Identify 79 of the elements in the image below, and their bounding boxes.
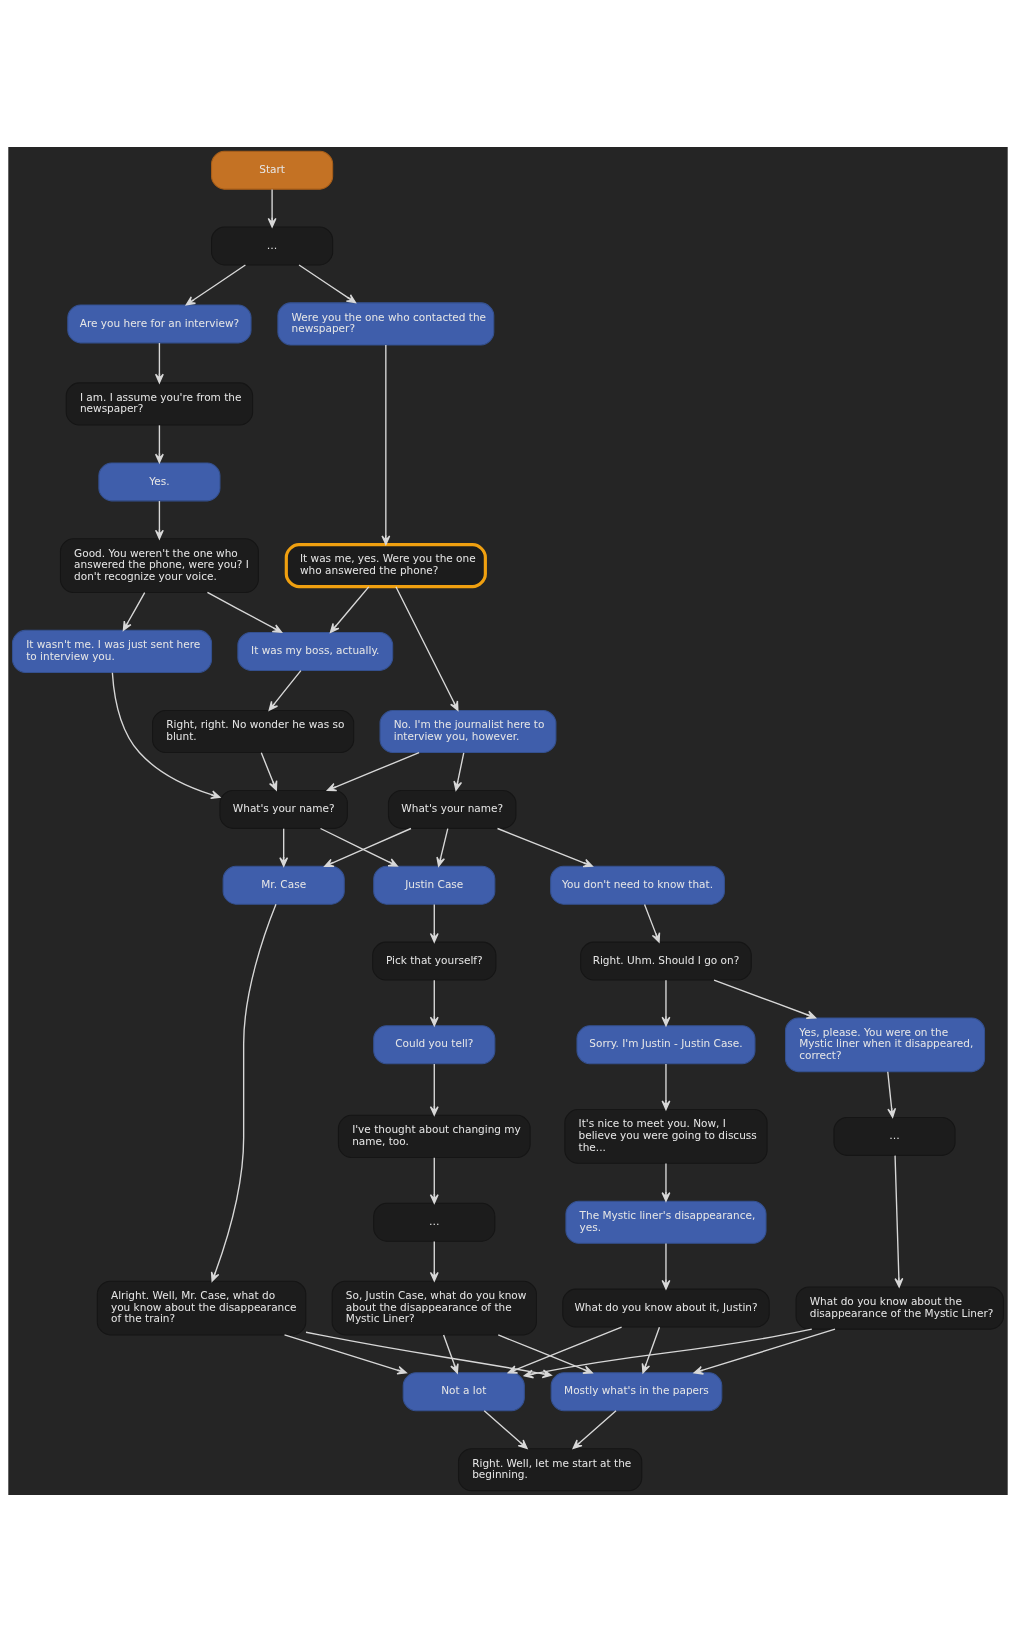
node-box: Right. Well, let me start at the beginning. [457,1448,643,1492]
arrow [154,500,164,540]
node-box: … [211,226,334,266]
node-box: What's your name? [387,789,517,829]
arrow [185,264,247,306]
arrow [111,672,221,800]
arrow [523,1328,813,1379]
arrow [326,751,420,792]
node-box: Right, right. No wonder he was so blunt. [152,709,355,754]
node-box: The Mystic liner's disappearance, yes. [565,1200,767,1244]
arrow [661,1162,671,1202]
node-box: Good. You weren't the one who answered the phone, were you? I don't recognize your voice. [59,538,259,593]
arrow [453,752,465,791]
node-box: Alright. Well, Mr. Case, what do you know about the disappearance of the train? [96,1280,307,1336]
arrow [693,1328,836,1375]
node-box: I've thought about changing my name, too. [337,1114,531,1158]
arrow [643,903,661,943]
arrow [572,1410,617,1450]
arrow [429,1157,439,1204]
arrow [429,903,439,943]
node-box: I am. I assume you're from the newspaper? [65,382,254,426]
arrow [442,1334,459,1374]
node-box: You don't need to know that. [550,865,725,905]
arrow [395,586,459,711]
arrow [429,979,439,1027]
node-box: Not a lot [402,1372,525,1412]
arrow [497,1334,593,1374]
arrow [661,1242,671,1290]
node-box: Justin Case [373,865,496,905]
node-box: Right. Uhm. Should I go on? [580,941,752,981]
node-box: No. I'm the journalist here to interview you, however. [379,709,557,754]
node-box: Are you here for an interview? [67,304,252,344]
node-box: Yes, please. You were on the Mystic liner when it disappeared, correct? [784,1017,986,1073]
node-box: Were you the one who contacted the newspaper? [277,302,495,346]
arrow [436,828,449,867]
node-box: It was me, yes. Were you the one who answered the phone? [284,542,487,589]
node-box: Sorry. I'm Justin - Justin Case. [576,1025,756,1065]
arrow [641,1326,661,1374]
arrow [319,827,398,867]
arrow [324,827,412,867]
arrow [661,979,671,1027]
arrow [154,342,164,384]
arrow [279,828,289,867]
node-box: Mr. Case [222,865,345,905]
node-box: What's your name? [219,789,348,829]
node-box: … [833,1116,956,1156]
arrow [429,1063,439,1116]
node-box: It wasn't me. I was just sent here to interview you. [11,629,213,674]
arrow [661,1063,671,1111]
node-box: It's nice to meet you. Now, I believe you were going to discuss the... [564,1109,768,1164]
node-box: What do you know about the disappearance of the Mystic Liner? [795,1286,1005,1330]
arrow [206,591,283,633]
arrow [122,592,146,631]
arrow [507,1326,623,1374]
node-box: Could you tell? [373,1025,496,1065]
arrow [429,1240,439,1282]
node-box: … [373,1202,496,1242]
node-box: It was my boss, actually. [237,631,394,671]
node-box: What do you know about it, Justin? [562,1288,770,1328]
arrow [298,264,357,304]
arrow [154,424,164,464]
node-box: Yes. [98,462,221,502]
arrow [305,1331,552,1379]
node-box: Mostly what's in the papers [550,1372,723,1412]
node-box: Start [211,150,334,190]
arrow [283,1334,407,1375]
arrow [894,1154,904,1288]
arrow [483,1410,528,1450]
arrow [210,903,277,1282]
arrow [887,1071,897,1118]
arrow [713,979,817,1020]
arrow [267,188,277,228]
arrow [329,586,370,633]
node-box: So, Justin Case, what do you know about the disappearance of the Mystic Liner? [331,1280,537,1336]
arrow [260,752,278,791]
node-box: Pick that yourself? [372,941,497,981]
arrow [381,344,391,546]
arrow [268,669,302,711]
arrow [496,827,594,868]
